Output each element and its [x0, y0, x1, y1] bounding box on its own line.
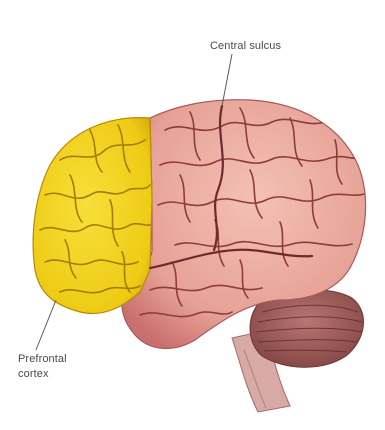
prefrontal-label-line1: Prefrontal — [18, 352, 67, 367]
prefrontal-label-line2: cortex — [18, 367, 67, 382]
central-sulcus-leader — [222, 54, 232, 106]
prefrontal-cortex-label: Prefrontal cortex — [18, 352, 67, 382]
prefrontal-leader — [36, 300, 56, 350]
central-sulcus-label: Central sulcus — [210, 39, 281, 54]
prefrontal-cortex-region — [33, 118, 152, 314]
